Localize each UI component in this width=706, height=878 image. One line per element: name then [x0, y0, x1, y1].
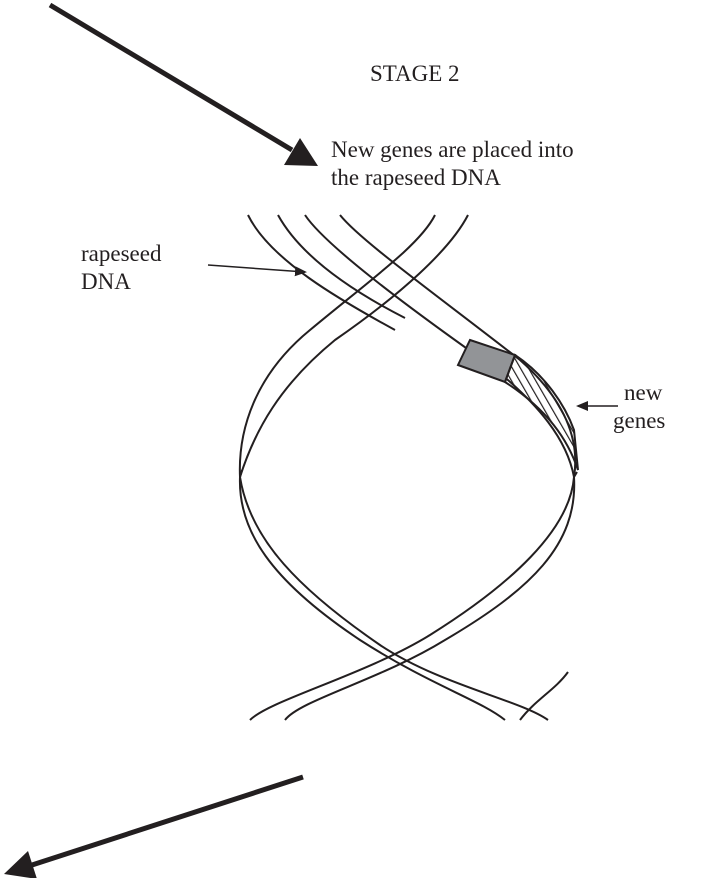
- flow-arrow-in: [50, 5, 318, 166]
- flow-arrow-out: [4, 777, 303, 878]
- strand-lower-back-inner: [250, 477, 574, 720]
- caption-line-2: the rapeseed DNA: [331, 164, 501, 191]
- caption-line-1: New genes are placed into: [331, 136, 574, 163]
- strand-lower-front-inner: [240, 477, 548, 720]
- rapeseed-dna-label-line-1: rapeseed: [81, 240, 161, 267]
- strand-lower-right: [520, 672, 568, 720]
- strand-lower-front-outer: [240, 477, 505, 720]
- strand-front-inner: [240, 215, 468, 477]
- strand-front-outer: [240, 215, 435, 477]
- rapeseed-dna-label-line-2: DNA: [81, 268, 131, 295]
- rapeseed-pointer-line: [208, 265, 305, 272]
- stage-title: STAGE 2: [370, 60, 460, 87]
- label-pointers: [208, 265, 618, 406]
- inserted-genes: [458, 340, 578, 470]
- dna-helix: [240, 215, 577, 720]
- new-genes-label-line-1: new: [624, 379, 662, 406]
- new-genes-label-line-2: genes: [613, 407, 665, 434]
- strand-back-outer: [340, 215, 575, 477]
